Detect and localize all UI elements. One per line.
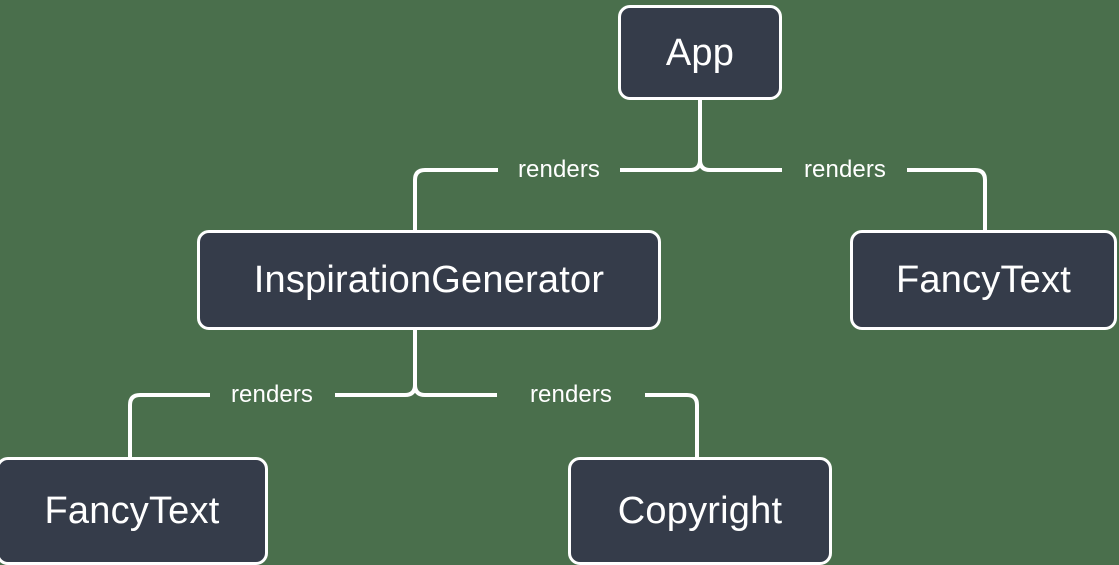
edge-inspiration-to-copyright-right [645,393,699,457]
node-copyright[interactable]: Copyright [568,457,832,565]
node-fancytext-left[interactable]: FancyText [0,457,268,565]
node-fancytext-right[interactable]: FancyText [850,230,1117,330]
node-inspiration-generator-label: InspirationGenerator [253,259,605,301]
node-inspiration-generator[interactable]: InspirationGenerator [197,230,661,330]
edge-app-to-fancytext-right [907,168,987,230]
node-fancytext-right-label: FancyText [896,259,1071,301]
edge-label-inspiration-to-copyright: renders [529,381,613,408]
edge-label-app-to-fancytext: renders [803,156,887,183]
edge-app-stem-right [698,100,711,172]
node-copyright-label: Copyright [617,490,783,532]
edge-app-to-inspiration-right [413,168,498,230]
edge-inspiration-to-fancytext-right [128,393,210,457]
edge-label-app-to-inspiration: renders [517,156,601,183]
edge-inspiration-stem-right [413,330,426,397]
edge-app-stem [689,100,702,172]
node-app[interactable]: App [618,5,782,100]
node-fancytext-left-label: FancyText [44,490,220,532]
edge-inspiration-stem [404,330,417,397]
edge-label-inspiration-to-fancytext: renders [230,381,314,408]
node-app-label: App [665,31,735,74]
